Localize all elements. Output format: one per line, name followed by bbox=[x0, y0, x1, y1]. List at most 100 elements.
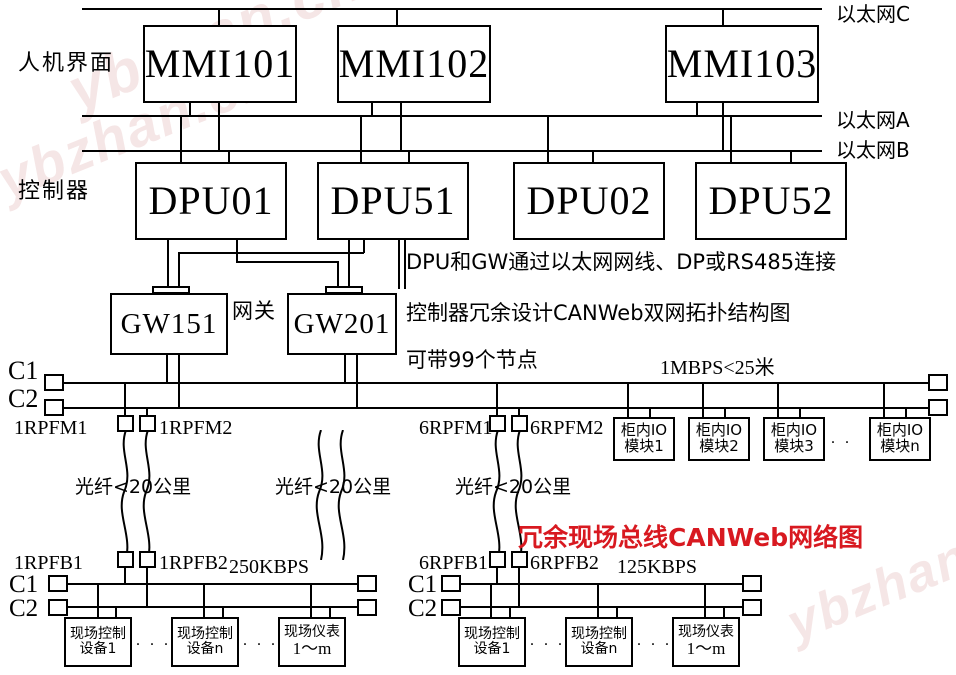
right-field-bus-line-c1 bbox=[459, 583, 744, 585]
field-device-left-n[interactable]: 现场控制 设备n bbox=[171, 617, 239, 667]
field-device-line1: 现场控制 bbox=[464, 625, 520, 642]
drop-left-instrument-c1 bbox=[310, 583, 312, 618]
field-instrument-left[interactable]: 现场仪表 1～m bbox=[278, 617, 346, 667]
field-device-left-1[interactable]: 现场控制 设备1 bbox=[64, 617, 132, 667]
dpu51-leg-a bbox=[360, 115, 362, 162]
left-field-bus-c2-label: C2 bbox=[9, 595, 39, 622]
dpu02-leg-b bbox=[592, 150, 594, 162]
right-field-bus-c2-label: C2 bbox=[408, 595, 438, 622]
controller-dpu52[interactable]: DPU52 bbox=[695, 162, 847, 240]
fiber-link-3 bbox=[492, 430, 523, 560]
drop-6rpfb1-c1 bbox=[496, 568, 498, 584]
field-device-line1: 现场仪表 bbox=[678, 623, 734, 640]
right-field-bus-speed: 125KBPS bbox=[617, 556, 698, 578]
controller-dpu51[interactable]: DPU51 bbox=[317, 162, 469, 240]
wire-dpu01-seg-v1 bbox=[236, 240, 238, 262]
drop-left-instrument-c2 bbox=[329, 606, 331, 618]
mmi101-leg-a bbox=[189, 103, 191, 117]
wire-dpu01-to-gw151 bbox=[167, 240, 169, 289]
left-field-bus-line-c2 bbox=[66, 606, 359, 608]
dpu01-leg-a bbox=[180, 115, 182, 162]
ethernet-c-drop-mmi101 bbox=[218, 8, 220, 27]
dpu02-leg-a bbox=[547, 115, 549, 162]
hmi-station-mmi103[interactable]: MMI103 bbox=[665, 25, 819, 103]
drop-io-module-1-c1 bbox=[627, 382, 629, 418]
io-module-line1: 柜内IO bbox=[620, 421, 668, 440]
gw151-drop-c1 bbox=[166, 355, 168, 384]
io-module-line1: 柜内IO bbox=[695, 421, 743, 440]
right-field-terminator-right-c1 bbox=[742, 575, 762, 592]
hmi-station-mmi102[interactable]: MMI102 bbox=[337, 25, 491, 103]
controller-dpu01[interactable]: DPU01 bbox=[135, 162, 287, 240]
io-module-3[interactable]: 柜内IO 模块3 bbox=[763, 417, 825, 461]
controller-label: DPU51 bbox=[330, 178, 456, 223]
left-devices-ellipsis-2: . . . bbox=[243, 632, 278, 649]
gateway-gw201[interactable]: GW201 bbox=[287, 293, 397, 355]
right-devices-ellipsis-2: . . . bbox=[637, 632, 672, 649]
drop-io-module-3-c1 bbox=[777, 382, 779, 418]
controller-dpu02[interactable]: DPU02 bbox=[513, 162, 665, 240]
controller-label: DPU01 bbox=[148, 178, 274, 223]
ethernet-c-bus bbox=[82, 8, 822, 10]
drop-right-instrument-c1 bbox=[704, 583, 706, 618]
wire-dpu51-seg-v2 bbox=[178, 252, 180, 289]
gateway-label: GW201 bbox=[293, 307, 391, 340]
fiber-label-2: 光纤<20公里 bbox=[275, 476, 392, 498]
main-bus-c2-label: C2 bbox=[8, 384, 39, 413]
ethernet-c-drop-mmi102 bbox=[396, 8, 398, 27]
gw201-drop-c1 bbox=[344, 355, 346, 384]
dpu51-leg-b bbox=[408, 150, 410, 162]
drop-right-device-n-c2 bbox=[616, 606, 618, 618]
drop-6rpfb2-c2 bbox=[518, 568, 520, 607]
field-node-label-1rpfb2: 1RPFB2 bbox=[159, 552, 228, 574]
io-module-1[interactable]: 柜内IO 模块1 bbox=[613, 417, 675, 461]
main-bus-terminator-right-c2 bbox=[928, 399, 948, 416]
hmi-station-label: MMI102 bbox=[338, 41, 490, 86]
field-device-right-1[interactable]: 现场控制 设备1 bbox=[458, 617, 526, 667]
field-node-1rpfb2[interactable] bbox=[139, 551, 156, 568]
io-module-line2: 模块2 bbox=[699, 437, 739, 455]
mmi101-leg-b bbox=[218, 103, 220, 152]
io-module-n[interactable]: 柜内IO 模块n bbox=[869, 417, 931, 461]
field-node-label-1rpfb1: 1RPFB1 bbox=[14, 552, 83, 574]
diagram-title-red: 冗余现场总线CANWeb网络图 bbox=[518, 523, 864, 552]
left-devices-ellipsis-1: . . . bbox=[136, 632, 171, 649]
drop-right-device-1-c1 bbox=[490, 583, 492, 618]
drop-1rpfb2-c2 bbox=[146, 568, 148, 607]
field-device-right-n[interactable]: 现场控制 设备n bbox=[565, 617, 633, 667]
drop-left-device-n-c1 bbox=[203, 583, 205, 618]
mmi102-leg-a bbox=[371, 103, 373, 117]
field-instrument-right[interactable]: 现场仪表 1～m bbox=[672, 617, 740, 667]
io-module-2[interactable]: 柜内IO 模块2 bbox=[688, 417, 750, 461]
left-field-bus-line-c1 bbox=[66, 583, 359, 585]
drop-io-module-3-c2 bbox=[799, 407, 801, 418]
wire-dpu01-seg-h bbox=[236, 261, 338, 263]
gateway-gw151[interactable]: GW151 bbox=[110, 293, 228, 355]
field-node-6rpfb2[interactable] bbox=[511, 551, 528, 568]
main-bus-terminator-left-c1 bbox=[44, 374, 64, 391]
drop-io-module-2-c1 bbox=[702, 382, 704, 418]
left-field-terminator-right-c1 bbox=[357, 575, 377, 592]
ethernet-c-drop-mmi103 bbox=[722, 8, 724, 27]
controller-label: DPU52 bbox=[708, 178, 834, 223]
field-device-line1: 现场仪表 bbox=[284, 623, 340, 640]
drop-right-instrument-c2 bbox=[723, 606, 725, 618]
field-node-1rpfb1[interactable] bbox=[117, 551, 134, 568]
row-label-hmi: 人机界面 bbox=[18, 51, 115, 76]
right-field-terminator-left-c2 bbox=[441, 599, 461, 616]
note-line-1: DPU和GW通过以太网网线、DP或RS485连接 bbox=[406, 250, 837, 274]
drop-left-device-1-c2 bbox=[115, 606, 117, 618]
hmi-station-mmi101[interactable]: MMI101 bbox=[143, 25, 297, 103]
field-node-6rpfb1[interactable] bbox=[489, 551, 506, 568]
drop-io-module-1-c2 bbox=[649, 407, 651, 418]
left-field-bus-speed: 250KBPS bbox=[229, 556, 310, 578]
drop-1rpfm1 bbox=[124, 382, 126, 416]
ethernet-a-bus bbox=[82, 115, 822, 117]
field-device-line2: 设备n bbox=[186, 641, 224, 657]
fiber-label-3: 光纤<20公里 bbox=[455, 476, 572, 498]
wire-right-to-gw201 bbox=[398, 240, 400, 289]
ethernet-b-label: 以太网B bbox=[836, 138, 910, 162]
drop-1rpfb1-c1 bbox=[124, 568, 126, 584]
controller-label: DPU02 bbox=[526, 178, 652, 223]
field-device-line1: 现场控制 bbox=[571, 625, 627, 642]
